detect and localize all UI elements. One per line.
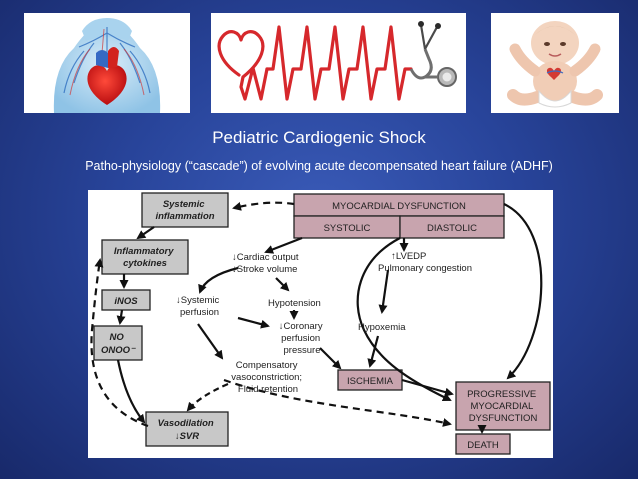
baby-icon: [507, 21, 603, 108]
heart-ecg-stethoscope-image: [211, 13, 466, 113]
arrow-right-loop: [503, 203, 543, 380]
arrow-inflammation-to-cytokines: [136, 226, 155, 240]
diastolic-label: DIASTOLIC: [427, 223, 477, 234]
arrow-md-to-inflammation: [232, 201, 295, 211]
inflammatory-cytokines-box: [101, 239, 189, 275]
arrow-output-to-hypotension: [275, 277, 290, 292]
inos-box: [101, 289, 151, 311]
coronary-perfusion-label: ↓Coronary perfusion pressure: [279, 321, 325, 356]
arrow-systolic-to-output: [264, 236, 303, 254]
ischemia-label: ISCHEMIA: [347, 376, 394, 387]
hypoxemia-label: Hypoxemia: [358, 322, 406, 333]
arrow-lvedp-to-hypoxemia: [378, 269, 390, 314]
lvedp-label: ↑LVEDP Pulmonary congestion: [378, 251, 472, 274]
systolic-label: SYSTOLIC: [324, 223, 371, 234]
arrow-vasodilation-loop: [90, 258, 149, 428]
no-onoo-label: NO ONOO⁻: [101, 332, 136, 356]
vasodilation-box: [145, 411, 229, 447]
baby-image: [491, 13, 619, 113]
slide-subtitle: Patho-physiology (“cascade”) of evolving…: [85, 159, 553, 173]
heart-anatomy-image: [24, 13, 190, 113]
progressive-label: PROGRESSIVE MYOCARDIAL DYSFUNCTION: [467, 389, 539, 424]
arrow-compensatory-to-md: [223, 378, 452, 427]
no-onoo-box: [93, 325, 143, 361]
arrow-hypoxemia-to-ischemia: [367, 335, 380, 368]
death-label: DEATH: [467, 440, 499, 451]
cardiac-output-label: ↓Cardiac output ↓Stroke volume: [232, 252, 301, 275]
arrow-coronary-to-ischemia: [319, 347, 342, 370]
heart-anatomy-icon: [53, 18, 161, 113]
heart-ecg-stethoscope-icon: [217, 21, 457, 101]
cascade-diagram: Systemic inflammation Inflammatory cytok…: [88, 190, 553, 458]
arrow-inos-to-no: [116, 309, 126, 325]
arrow-perfusion-to-compensatory: [197, 323, 224, 360]
death-box: [455, 433, 511, 455]
arrow-perfusion-to-coronary: [237, 316, 270, 329]
systemic-inflammation-label: Systemic inflammation: [155, 199, 214, 222]
systemic-perfusion-label: ↓Systemic perfusion: [176, 295, 222, 318]
hypotension-label: Hypotension: [268, 298, 321, 309]
arrow-compensatory-to-vasodilation: [186, 382, 229, 412]
diastolic-box: [399, 215, 505, 239]
cascade-diagram-svg: Systemic inflammation Inflammatory cytok…: [90, 192, 551, 455]
arrow-myocardial-loop: [356, 237, 452, 402]
arrow-no-to-vasodilation: [116, 359, 146, 424]
inflammatory-cytokines-label: Inflammatory cytokines: [114, 246, 176, 269]
slide-title: Pediatric Cardiogenic Shock: [212, 128, 426, 147]
arrow-output-to-perfusion: [198, 266, 239, 294]
inos-label: iNOS: [114, 296, 138, 307]
compensatory-label: Compensatory vasoconstriction; Fluid ret…: [231, 360, 304, 395]
arrow-ischemia-to-progressive: [401, 378, 454, 397]
systemic-inflammation-box: [141, 192, 229, 228]
vasodilation-label: Vasodilation ↓SVR: [158, 418, 217, 442]
progressive-box: [455, 381, 551, 431]
myocardial-dysfunction-label: MYOCARDIAL DYSFUNCTION: [332, 201, 466, 212]
